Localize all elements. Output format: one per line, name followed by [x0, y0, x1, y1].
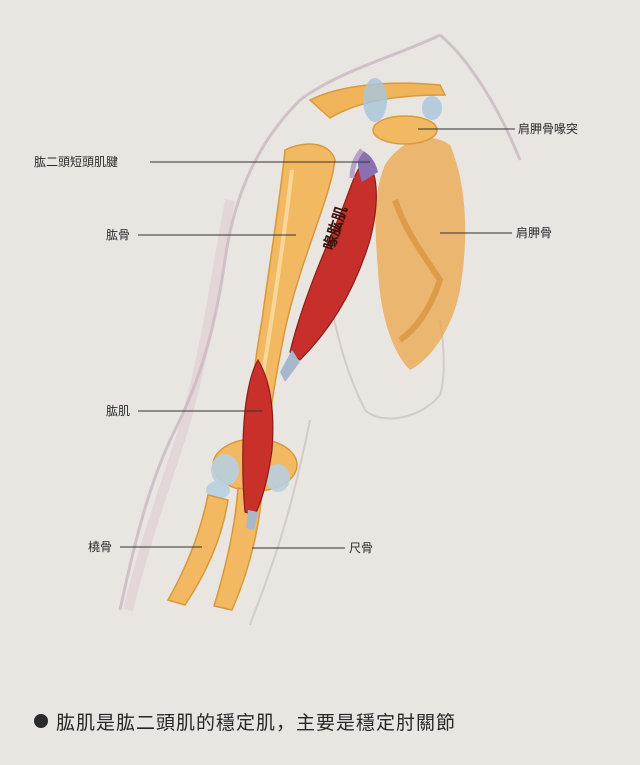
elbow-cartilage-right [266, 464, 290, 492]
figure-caption: 肱肌是肱二頭肌的穩定肌，主要是穩定肘關節 [34, 708, 456, 735]
label-scapula: 肩胛骨 [516, 226, 553, 240]
scapula-shading [392, 199, 444, 343]
brachialis-tendon [246, 510, 258, 530]
shoulder-joint-blue-2 [422, 96, 442, 120]
acromion-bone [372, 115, 438, 145]
arm-shading [123, 199, 235, 612]
caption-text: 肱肌是肱二頭肌的穩定肌，主要是穩定肘關節 [56, 712, 457, 734]
label-radius: 橈骨 [88, 540, 113, 554]
biceps-short-head-tendon [349, 148, 364, 179]
label-humerus: 肱骨 [106, 228, 131, 242]
label-ulna: 尺骨 [349, 541, 374, 555]
arm-outline-inner [329, 299, 445, 420]
radius-head-cartilage [206, 481, 230, 499]
radius-bone [166, 494, 229, 606]
label-acromion: 肩胛骨喙突 [518, 122, 579, 136]
coracobrachialis-tendon-bottom [280, 350, 300, 382]
elbow-cartilage-left [211, 454, 239, 486]
bullet-icon [34, 714, 48, 728]
coracobrachialis-tendon-top [357, 150, 378, 182]
coracobrachialis-muscle [289, 159, 377, 361]
humerus-highlight [260, 169, 294, 381]
label-biceps-short-head-tendon: 肱二頭短頭肌腱 [34, 155, 119, 169]
forearm-outline [249, 419, 311, 626]
shoulder-joint-blue [363, 78, 387, 122]
label-brachialis: 肱肌 [106, 404, 131, 418]
body-outline [118, 33, 522, 611]
